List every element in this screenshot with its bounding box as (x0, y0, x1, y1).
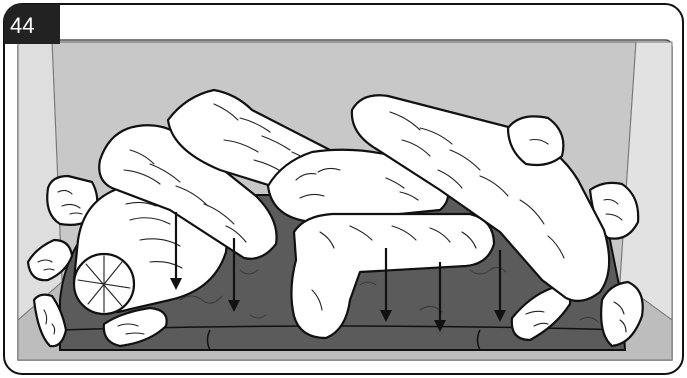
step-number-badge: 44 (4, 4, 60, 44)
step-number: 44 (10, 13, 34, 38)
